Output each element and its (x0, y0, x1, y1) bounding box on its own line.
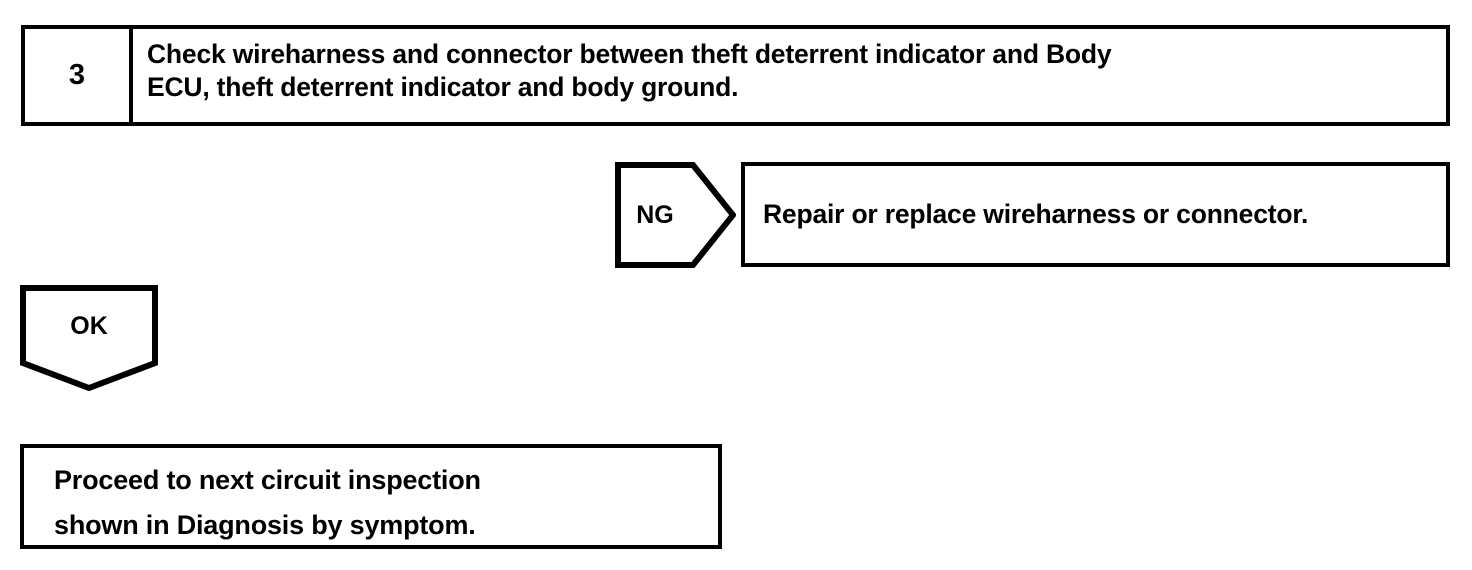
step-number-cell: 3 (25, 29, 133, 122)
step-row: 3 Check wireharness and connector betwee… (21, 25, 1450, 126)
ok-branch-arrow-icon (20, 285, 158, 391)
ng-result-text: Repair or replace wireharness or connect… (763, 198, 1309, 229)
step-number: 3 (68, 59, 86, 91)
step-instruction-text: Check wireharness and connector between … (147, 39, 1112, 102)
step-instruction-cell: Check wireharness and connector between … (133, 29, 1446, 122)
ng-result-box: Repair or replace wireharness or connect… (741, 162, 1450, 267)
ng-branch-arrow-icon (615, 162, 736, 268)
ok-result-box: Proceed to next circuit inspection shown… (20, 444, 722, 549)
ok-result-text: Proceed to next circuit inspection shown… (54, 465, 481, 541)
